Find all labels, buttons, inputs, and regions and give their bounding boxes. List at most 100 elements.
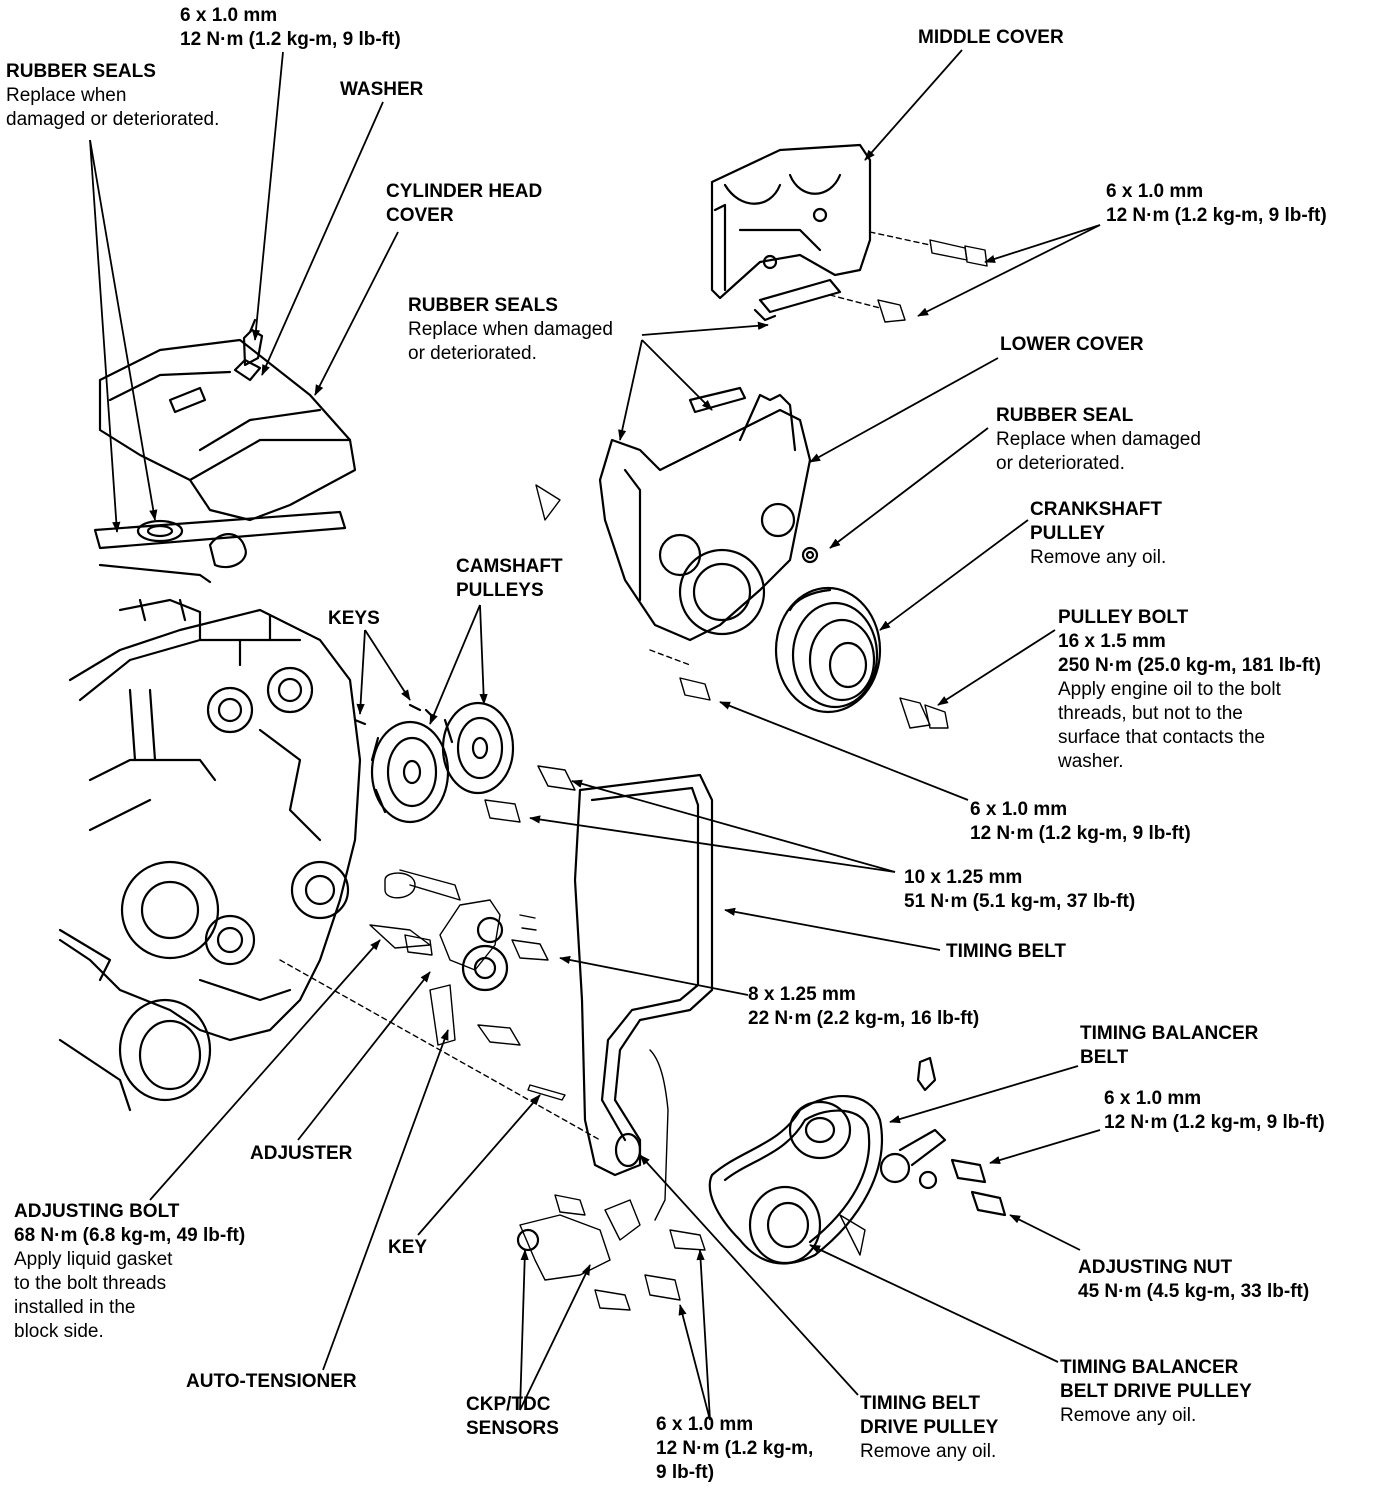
bolt-top-spec: 12 N·m (1.2 kg-m, 9 lb-ft) <box>180 29 401 50</box>
pulley-bolt-title: PULLEY BOLT <box>1058 607 1189 628</box>
pulley-bolt-note4: washer. <box>1058 751 1124 772</box>
bolt-idler-spec: 22 N·m (2.2 kg-m, 16 lb-ft) <box>748 1008 980 1029</box>
adjusting-bolt-note1: Apply liquid gasket <box>14 1249 173 1270</box>
keys-title: KEYS <box>328 608 380 629</box>
pulley-bolt-note3: surface that contacts the <box>1058 727 1266 748</box>
adjusting-nut-spec: 45 N·m (4.5 kg-m, 33 lb-ft) <box>1078 1281 1310 1302</box>
camshaft-pulleys-drawing <box>353 701 515 824</box>
timing-balancer-belt-line1: TIMING BALANCER <box>1080 1023 1259 1044</box>
bolt-middle-size: 6 x 1.0 mm <box>1106 181 1204 202</box>
label-middle-cover: MIDDLE COVER <box>918 26 1064 50</box>
timing-balancer-belt-line2: BELT <box>1080 1047 1129 1068</box>
bolt-balancer-spec: 12 N·m (1.2 kg-m, 9 lb-ft) <box>1104 1112 1325 1133</box>
washer-title: WASHER <box>340 79 424 100</box>
timing-belt-drawing <box>573 773 714 1177</box>
bolt-balancer-size: 6 x 1.0 mm <box>1104 1088 1202 1109</box>
adjusting-bolt-note4: block side. <box>14 1321 104 1342</box>
engine-block-drawing <box>58 598 362 1112</box>
bolt-bottom-spec1: 12 N·m (1.2 kg-m, <box>656 1438 814 1459</box>
timing-belt-title: TIMING BELT <box>946 941 1066 962</box>
bolt-bottom-size: 6 x 1.0 mm <box>656 1414 754 1435</box>
label-rubber-seal: RUBBER SEAL Replace when damaged or dete… <box>996 404 1201 476</box>
cylinder-head-cover-drawing <box>93 318 357 584</box>
label-washer: WASHER <box>340 78 423 102</box>
pulley-bolt-note1: Apply engine oil to the bolt <box>1058 679 1281 700</box>
label-cylinder-head-cover: CYLINDER HEAD COVER <box>386 180 542 228</box>
label-pulley-bolt: PULLEY BOLT 16 x 1.5 mm 250 N·m (25.0 kg… <box>1058 606 1321 774</box>
label-adjuster: ADJUSTER <box>250 1142 352 1166</box>
label-bolt-middle: 6 x 1.0 mm 12 N·m (1.2 kg-m, 9 lb-ft) <box>1106 180 1327 228</box>
label-bolt-bottom: 6 x 1.0 mm 12 N·m (1.2 kg-m, 9 lb-ft) <box>656 1413 813 1485</box>
pulley-bolt-size: 16 x 1.5 mm <box>1058 631 1166 652</box>
bolt-cam-size: 10 x 1.25 mm <box>904 867 1023 888</box>
label-timing-balancer-belt-drive-pulley: TIMING BALANCER BELT DRIVE PULLEY Remove… <box>1060 1356 1252 1428</box>
label-bolt-cam: 10 x 1.25 mm 51 N·m (5.1 kg-m, 37 lb-ft) <box>904 866 1135 914</box>
camshaft-bolts <box>484 765 576 823</box>
middle-cover-bolts <box>829 231 988 323</box>
timing-belt-drive-pulley-line2: DRIVE PULLEY <box>860 1417 999 1438</box>
key-title: KEY <box>388 1237 428 1258</box>
rubber-seal-line1: Replace when damaged <box>996 429 1201 450</box>
label-lower-cover: LOWER COVER <box>1000 333 1144 357</box>
label-auto-tensioner: AUTO-TENSIONER <box>186 1370 357 1394</box>
bolt-top-size: 6 x 1.0 mm <box>180 5 278 26</box>
leader-lines <box>89 49 1101 1421</box>
label-keys: KEYS <box>328 607 380 631</box>
cylinder-head-cover-line1: CYLINDER HEAD <box>386 181 543 202</box>
bolt-lower-cover-size: 6 x 1.0 mm <box>970 799 1068 820</box>
rubber-seals-covers-line2: or deteriorated. <box>408 343 537 364</box>
adjuster-autotensioner-drawing <box>369 869 566 1101</box>
timing-belt-drive-pulley-note: Remove any oil. <box>860 1441 997 1462</box>
label-timing-balancer-belt: TIMING BALANCER BELT <box>1080 1022 1258 1070</box>
adjusting-bolt-spec: 68 N·m (6.8 kg-m, 49 lb-ft) <box>14 1225 246 1246</box>
rubber-seals-head-title: RUBBER SEALS <box>6 61 156 82</box>
camshaft-pulleys-line2: PULLEYS <box>456 580 544 601</box>
bolt-cam-spec: 51 N·m (5.1 kg-m, 37 lb-ft) <box>904 891 1136 912</box>
adjusting-bolt-note2: to the bolt threads <box>14 1273 167 1294</box>
timing-balancer-belt-drive-pulley-line1: TIMING BALANCER <box>1060 1357 1239 1378</box>
timing-balancer-belt-drive-pulley-line2: BELT DRIVE PULLEY <box>1060 1381 1252 1402</box>
crankshaft-pulley-line1: CRANKSHAFT <box>1030 499 1162 520</box>
adjusting-bolt-title: ADJUSTING BOLT <box>14 1201 180 1222</box>
label-adjusting-nut: ADJUSTING NUT 45 N·m (4.5 kg-m, 33 lb-ft… <box>1078 1256 1309 1304</box>
adjuster-title: ADJUSTER <box>250 1143 353 1164</box>
timing-balancer-belt-drive-pulley-note: Remove any oil. <box>1060 1405 1197 1426</box>
lower-cover-title: LOWER COVER <box>1000 334 1144 355</box>
label-adjusting-bolt: ADJUSTING BOLT 68 N·m (6.8 kg-m, 49 lb-f… <box>14 1200 245 1344</box>
pulley-bolt-spec: 250 N·m (25.0 kg-m, 181 lb-ft) <box>1058 655 1321 676</box>
label-timing-belt: TIMING BELT <box>946 940 1066 964</box>
label-bolt-balancer: 6 x 1.0 mm 12 N·m (1.2 kg-m, 9 lb-ft) <box>1104 1087 1325 1135</box>
cylinder-head-cover-line2: COVER <box>386 205 454 226</box>
label-bolt-top: 6 x 1.0 mm 12 N·m (1.2 kg-m, 9 lb-ft) <box>180 4 401 52</box>
lower-cover-bolt <box>649 649 711 701</box>
label-crankshaft-pulley: CRANKSHAFT PULLEY Remove any oil. <box>1030 498 1166 570</box>
middle-cover-title: MIDDLE COVER <box>918 27 1064 48</box>
crankshaft-pulley-note: Remove any oil. <box>1030 547 1167 568</box>
bolt-idler-size: 8 x 1.25 mm <box>748 984 856 1005</box>
ckp-tdc-line1: CKP/TDC <box>466 1394 551 1415</box>
label-key: KEY <box>388 1236 427 1260</box>
adjusting-bolt-note3: installed in the <box>14 1297 136 1318</box>
timing-balancer-belt-drawing <box>708 1056 1007 1265</box>
crankshaft-pulley-line2: PULLEY <box>1030 523 1105 544</box>
label-timing-belt-drive-pulley: TIMING BELT DRIVE PULLEY Remove any oil. <box>860 1392 998 1464</box>
crankshaft-pulley-drawing <box>774 586 882 714</box>
section-indicators <box>279 484 866 1256</box>
timing-belt-drive-pulley-line1: TIMING BELT <box>860 1393 980 1414</box>
label-camshaft-pulleys: CAMSHAFT PULLEYS <box>456 555 563 603</box>
bolt-lower-cover-spec: 12 N·m (1.2 kg-m, 9 lb-ft) <box>970 823 1191 844</box>
label-bolt-lower-cover: 6 x 1.0 mm 12 N·m (1.2 kg-m, 9 lb-ft) <box>970 798 1191 846</box>
rubber-seals-head-line1: Replace when <box>6 85 127 106</box>
lower-cover-drawing <box>598 386 819 642</box>
rubber-seals-covers-title: RUBBER SEALS <box>408 295 558 316</box>
ckp-tdc-line2: SENSORS <box>466 1418 559 1439</box>
auto-tensioner-title: AUTO-TENSIONER <box>186 1371 357 1392</box>
bolt-bottom-spec2: 9 lb-ft) <box>656 1462 715 1483</box>
label-bolt-idler: 8 x 1.25 mm 22 N·m (2.2 kg-m, 16 lb-ft) <box>748 983 979 1031</box>
pulley-bolt-drawing <box>899 697 949 729</box>
middle-cover-drawing <box>710 143 872 322</box>
camshaft-pulleys-line1: CAMSHAFT <box>456 556 563 577</box>
rubber-seal-line2: or deteriorated. <box>996 453 1125 474</box>
